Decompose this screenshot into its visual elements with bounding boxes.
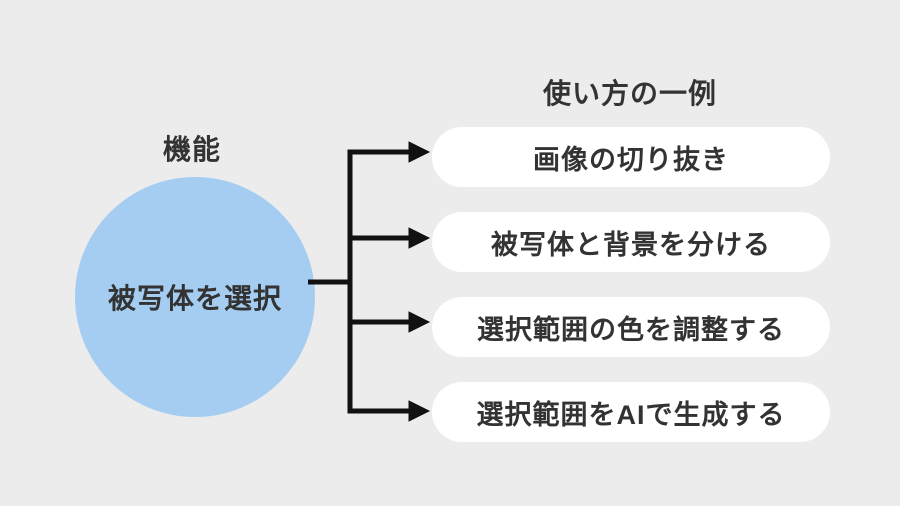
usage-pill-label: 選択範囲をAIで生成する [476, 399, 786, 430]
usage-pill-label: 被写体と背景を分ける [491, 229, 771, 260]
usage-pill: 選択範囲の色を調整する [432, 297, 830, 357]
usage-pill: 被写体と背景を分ける [432, 212, 830, 272]
usage-pill: 選択範囲をAIで生成する [432, 382, 830, 442]
feature-node-circle: 被写体を選択 [75, 177, 315, 417]
usage-heading: 使い方の一例 [542, 78, 717, 109]
feature-heading: 機能 [162, 134, 221, 165]
usage-pill-label: 選択範囲の色を調整する [477, 314, 785, 345]
arrowhead-icon [408, 311, 431, 333]
feature-node-label: 被写体を選択 [107, 283, 282, 314]
arrowhead-icon [408, 400, 431, 422]
usage-pill: 画像の切り抜き [432, 127, 830, 187]
arrowhead-icon [408, 227, 431, 249]
arrowhead-icon [408, 141, 431, 163]
usage-pill-label: 画像の切り抜き [533, 144, 729, 175]
